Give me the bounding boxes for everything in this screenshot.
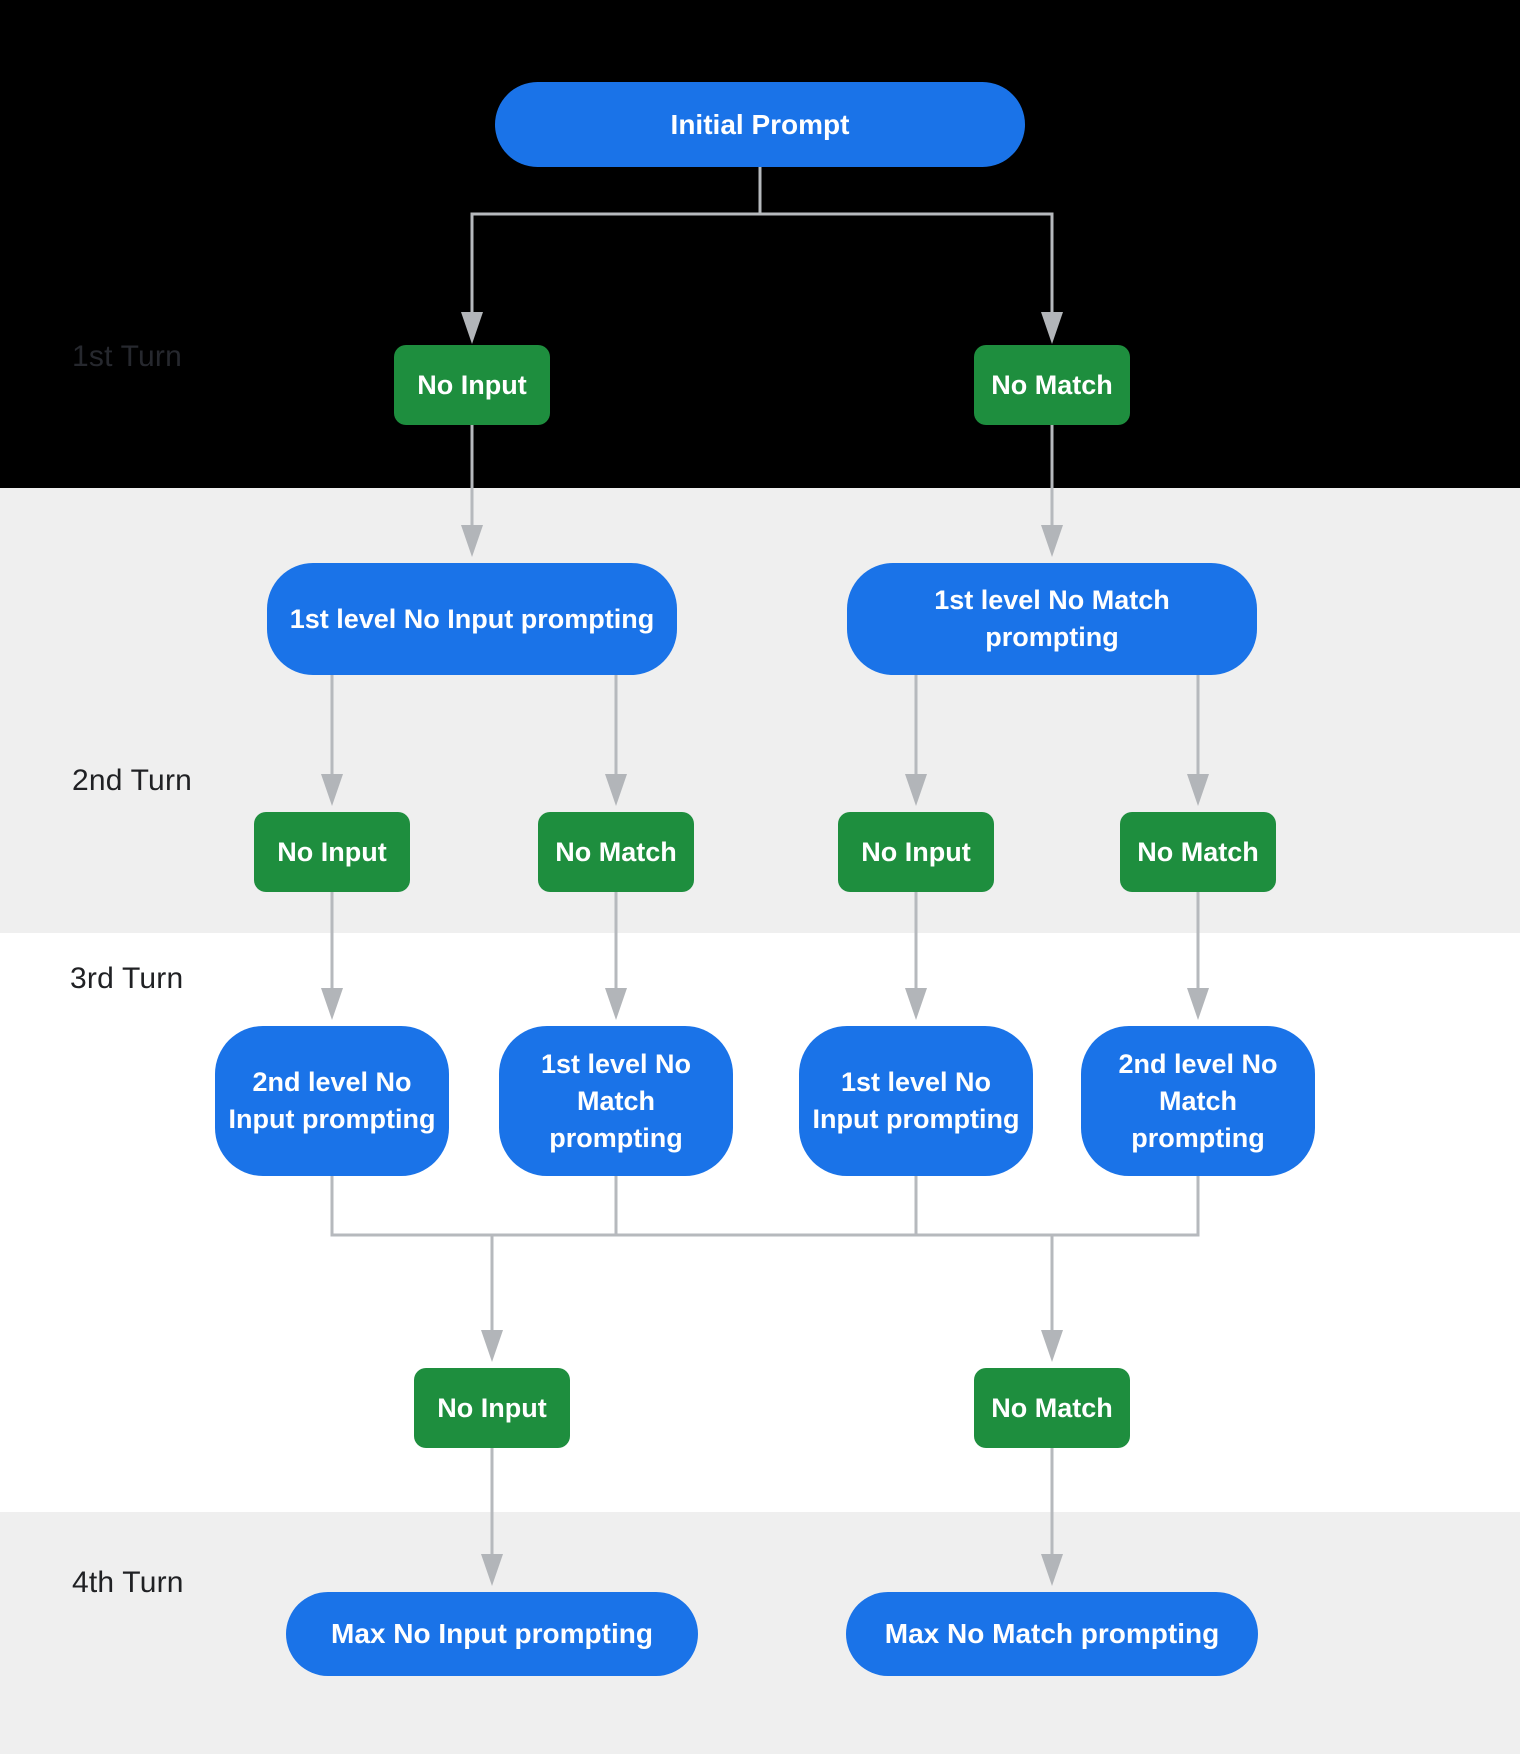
node-t2-no-input-b: No Input (838, 812, 994, 892)
node-t2-no-input-prompting: 1st level No Input prompting (267, 563, 677, 675)
section-turn-1 (0, 0, 1520, 488)
node-initial-prompt: Initial Prompt (495, 82, 1025, 167)
node-max-no-match-prompting: Max No Match prompting (846, 1592, 1258, 1676)
turn-label-2: 2nd Turn (72, 764, 193, 797)
node-t3-no-input: No Input (414, 1368, 570, 1448)
turn-label-1: 1st Turn (72, 340, 182, 373)
node-t3-no-match: No Match (974, 1368, 1130, 1448)
node-t3-2nd-no-match-prompting: 2nd level No Match prompting (1081, 1026, 1315, 1176)
node-t2-no-match-a: No Match (538, 812, 694, 892)
turn-label-3: 3rd Turn (70, 962, 184, 995)
node-t3-2nd-no-input-prompting: 2nd level No Input prompting (215, 1026, 449, 1176)
node-t1-no-match: No Match (974, 345, 1130, 425)
node-t2-no-match-b: No Match (1120, 812, 1276, 892)
node-t2-no-input-a: No Input (254, 812, 410, 892)
section-turn-2 (0, 488, 1520, 933)
section-turn-4 (0, 1512, 1520, 1754)
turn-label-4: 4th Turn (72, 1566, 184, 1599)
node-max-no-input-prompting: Max No Input prompting (286, 1592, 698, 1676)
section-turn-3 (0, 933, 1520, 1512)
node-t3-1st-no-match-prompting: 1st level No Match prompting (499, 1026, 733, 1176)
node-t3-1st-no-input-prompting: 1st level No Input prompting (799, 1026, 1033, 1176)
node-t1-no-input: No Input (394, 345, 550, 425)
node-t2-no-match-prompting: 1st level No Match prompting (847, 563, 1257, 675)
